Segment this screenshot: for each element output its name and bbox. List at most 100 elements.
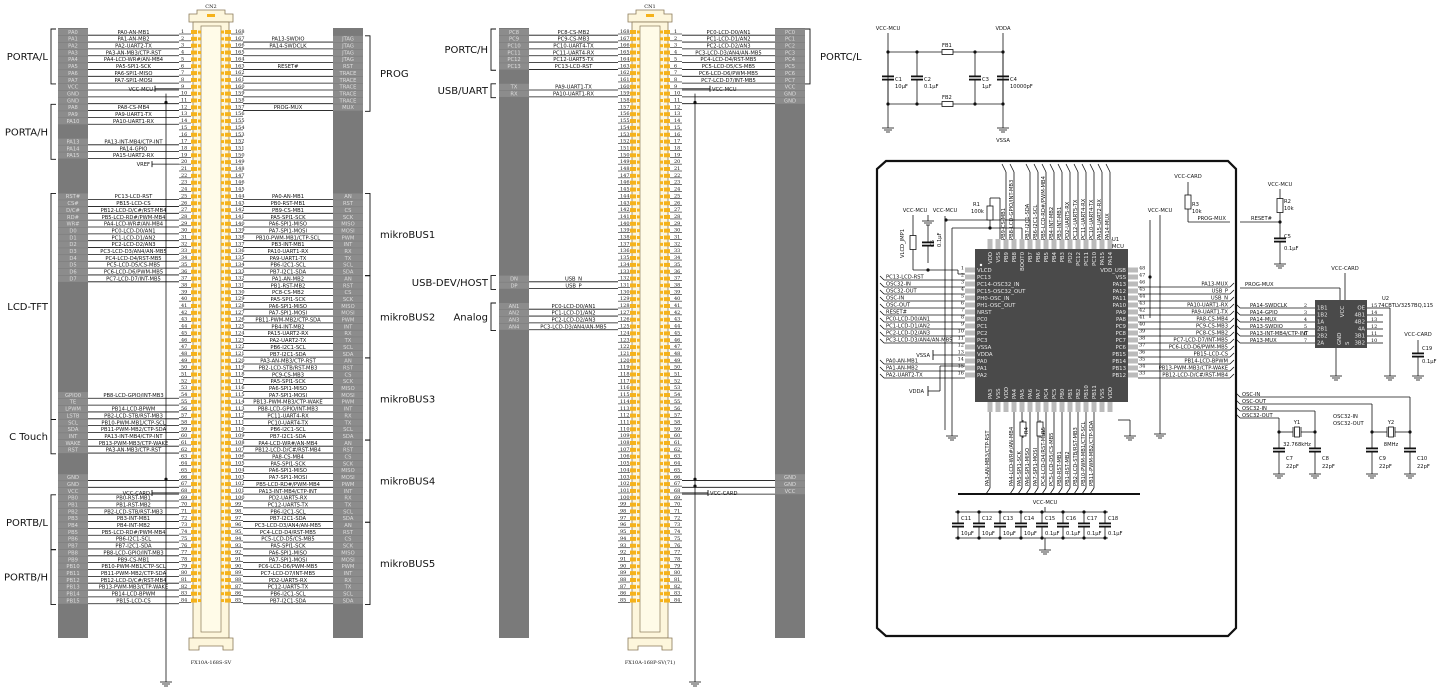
pin-number: 17 xyxy=(674,139,680,145)
junction-dot xyxy=(886,102,890,106)
contact-pad-inner xyxy=(221,30,224,34)
contact-pad xyxy=(225,105,231,110)
contact-pad xyxy=(630,276,636,281)
contact-pad-inner xyxy=(637,105,640,109)
contact-pad-inner xyxy=(198,229,201,233)
ground-icon xyxy=(1384,370,1396,381)
pin-number: 104 xyxy=(235,467,245,473)
contact-pad-inner xyxy=(221,126,224,130)
pin-number: 39 xyxy=(674,289,680,295)
bus-entry xyxy=(879,338,885,344)
pin-number: 112 xyxy=(620,413,630,419)
component-value: 0.1µF xyxy=(924,84,939,90)
pin-number: 136 xyxy=(235,248,245,254)
signal-net-label: PB7-I2C1-SDA xyxy=(270,434,307,440)
contact-pad xyxy=(225,379,231,384)
contact-pad-inner xyxy=(221,236,224,239)
contact-pad-inner xyxy=(637,133,640,137)
header-cell xyxy=(333,350,363,358)
contact-pad-inner xyxy=(660,407,663,411)
mcu-pin-name: PA15 xyxy=(1100,252,1106,265)
pin-number: 123 xyxy=(620,337,630,343)
contact-pad xyxy=(225,399,231,404)
signal-net-label: PC10-UART4-TX xyxy=(268,420,309,426)
contact-pad xyxy=(191,475,197,480)
signal-net-label: PA5-SPI1-SCK xyxy=(271,297,307,303)
pin-lead xyxy=(965,365,975,371)
pin-lead xyxy=(965,302,975,308)
header-pin-label: SCL xyxy=(343,345,353,351)
signal-net-label: PB13-PWM-MB3/CTP-WAKE xyxy=(1159,366,1228,372)
header-pin-label: MISO xyxy=(341,386,354,392)
contact-pad-inner xyxy=(198,236,201,239)
contact-pad-inner xyxy=(660,37,663,41)
contact-pad xyxy=(225,372,231,377)
header-pin-label: SCK xyxy=(343,215,354,221)
pin-lead xyxy=(965,337,975,343)
bus-outline xyxy=(875,159,1238,638)
bus-entry xyxy=(879,359,885,365)
contact-pad xyxy=(191,516,197,521)
contact-pad xyxy=(225,420,231,425)
header-pin-label: SDA xyxy=(68,427,79,433)
contact-pad-inner xyxy=(221,462,224,466)
pin-number: 74 xyxy=(674,529,680,535)
contact-pad-inner xyxy=(198,331,201,335)
contact-pad-inner xyxy=(660,201,663,205)
contact-pad xyxy=(630,571,636,576)
contact-pad xyxy=(664,64,670,69)
contact-pad xyxy=(191,386,197,391)
header-cell xyxy=(333,529,363,536)
contact-pad-inner xyxy=(198,468,201,472)
group-bracket xyxy=(490,28,496,71)
cap-plate xyxy=(1036,522,1048,525)
contact-pad-inner xyxy=(221,352,224,356)
signal-net-label: PA13-MUX xyxy=(1201,282,1228,288)
contact-pad-inner xyxy=(221,51,224,55)
bus-entry xyxy=(1229,289,1235,295)
contact-pad xyxy=(191,283,197,288)
group-label: PORTB/H xyxy=(4,573,48,584)
bus-entry xyxy=(1229,338,1235,344)
contact-pad-inner xyxy=(660,434,663,438)
header-cell xyxy=(58,118,88,125)
component-ref: C1 xyxy=(895,77,902,83)
header-pin-label: PB0 xyxy=(68,496,78,502)
pin-number: 41 xyxy=(1139,315,1145,321)
signal-net-label: PA13-SWDIO xyxy=(1250,324,1283,330)
pin-number: 38 xyxy=(181,282,187,288)
signal-net-label: PB7-I2C1-SDA xyxy=(270,352,307,358)
header-cell xyxy=(58,481,88,488)
contact-pad-inner xyxy=(660,557,663,561)
header-pin-label: PC11 xyxy=(507,50,520,56)
header-pin-label: JTAG xyxy=(341,57,354,63)
component-ref: R2 xyxy=(1284,199,1291,205)
pin-number: 60 xyxy=(674,433,680,439)
header-cell xyxy=(499,63,529,70)
contact-pad xyxy=(630,91,636,96)
contact-pad-inner xyxy=(660,181,663,185)
contact-pad-inner xyxy=(637,242,640,246)
junction-dot xyxy=(1103,510,1107,514)
pin-number: 124 xyxy=(235,330,245,336)
pin-number: 72 xyxy=(181,515,187,521)
contact-pad-inner xyxy=(637,475,640,479)
pin-lead xyxy=(1128,351,1138,357)
signal-net-label: PA3-AN-MB3/CTP-RST xyxy=(260,359,316,365)
pin-number: 26 xyxy=(674,200,680,206)
signal-net-label: PC9-CS-MB3 xyxy=(557,37,589,43)
pin-number: 31 xyxy=(674,235,680,241)
header-pin-label: PC12 xyxy=(507,57,520,63)
mux-pin-name: 1B1 xyxy=(1317,306,1328,312)
contact-pad-inner xyxy=(637,331,640,335)
junction-dot xyxy=(693,477,697,481)
header-cell xyxy=(333,542,363,550)
pin-number: 163 xyxy=(620,63,630,69)
header-pin-label: AN1 xyxy=(509,304,520,310)
pin-number: 166 xyxy=(620,43,630,49)
contact-pad-inner xyxy=(198,325,201,329)
contact-pad xyxy=(664,324,670,329)
signal-net-label: OSC-IN xyxy=(1242,392,1260,398)
pin-number: 94 xyxy=(620,536,626,542)
mcu-pin-name: PD2 xyxy=(1068,252,1074,263)
